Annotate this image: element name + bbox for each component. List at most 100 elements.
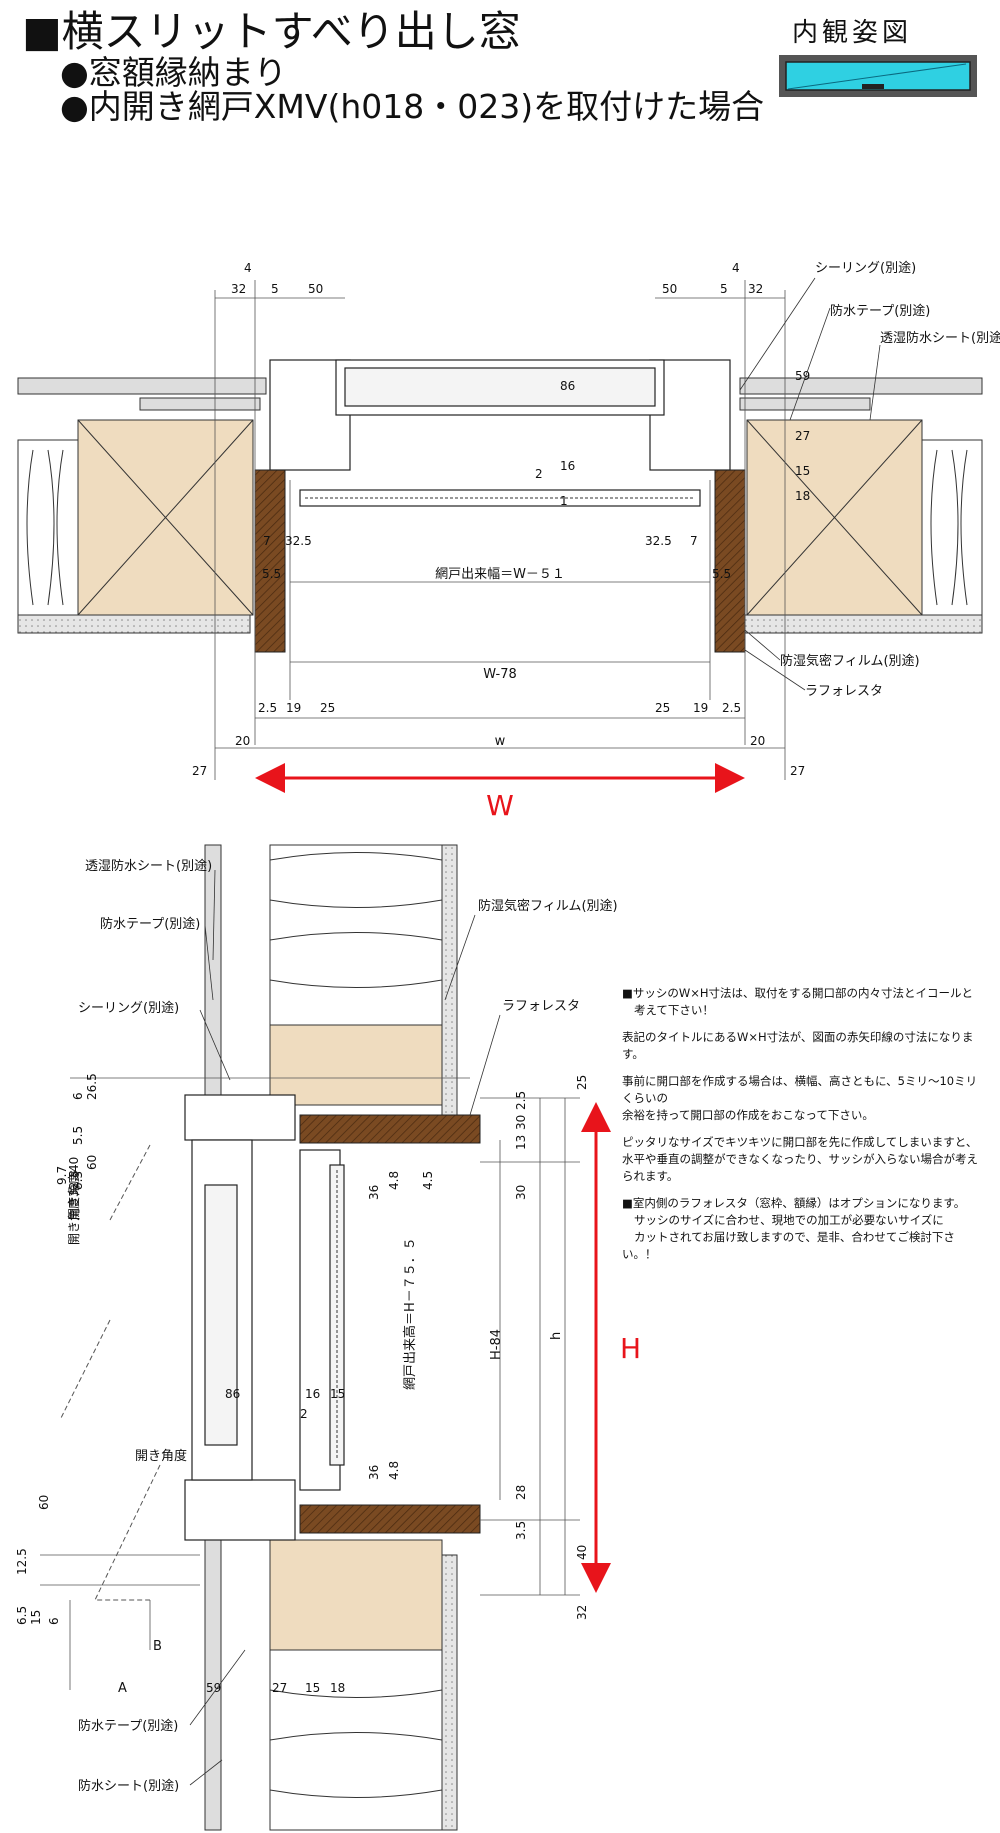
plan-dim-20-r: 20 <box>750 734 765 748</box>
note-2: 表記のタイトルにあるW×H寸法が、図面の赤矢印線の寸法になります。 <box>622 1030 974 1061</box>
sec-dim-60b: 60 <box>37 1495 51 1510</box>
sec-dim-60: 60 <box>85 1155 99 1170</box>
plan-dim-19: 19 <box>286 701 301 715</box>
plan-dim-15: 15 <box>795 464 810 478</box>
sec-dim-12-5: 12.5 <box>15 1548 29 1575</box>
plan-dim-5: 5 <box>271 282 279 296</box>
plan-dim-50-r: 50 <box>662 282 677 296</box>
sec-dim-36: 36 <box>367 1185 381 1200</box>
sec-label-A: A <box>118 1681 127 1696</box>
subtitle-1: ●窓額縁納まり <box>60 53 287 92</box>
plan-film-label: 防湿気密フィルム(別途) <box>780 653 920 669</box>
sec-dim-15b: 15 <box>29 1610 43 1625</box>
plan-dim-18: 18 <box>795 489 810 503</box>
sec-dim-9-7: 9.7 <box>55 1166 69 1185</box>
sec-dim-8-3: 8.3 <box>71 1171 85 1190</box>
plan-dim-25: 25 <box>320 701 335 715</box>
plan-dim-32-5: 32.5 <box>285 534 312 548</box>
sec-dim-3-5: 3.5 <box>514 1521 528 1540</box>
window-elevation-icon <box>779 55 977 97</box>
sec-dim-15: 15 <box>330 1387 345 1401</box>
plan-dim-50: 50 <box>308 282 323 296</box>
plan-dim-1: 1 <box>560 494 568 508</box>
sec-dim-2: 2 <box>300 1407 308 1421</box>
note-4a: ピッタリなサイズでキツキツに開口部を先に作成してしまいますと、 <box>622 1135 978 1149</box>
section-angle-40: 開き角度40 <box>66 1157 81 1220</box>
plan-dim-5-r: 5 <box>720 282 728 296</box>
plan-w: w <box>495 734 506 749</box>
sec-dim-6b: 6 <box>47 1617 61 1625</box>
note-1a: ■サッシのW×H寸法は、取付をする開口部の内々寸法とイコールと <box>622 986 974 1000</box>
header: ■横スリットすべり出し窓 ●窓額縁納まり ●内開き網戸XMV(h018・023)… <box>22 8 764 124</box>
sec-dim-5-5: 5.5 <box>71 1126 85 1145</box>
plan-dim-86: 86 <box>560 379 575 393</box>
subtitle-2: ●内開き網戸XMV(h018・023)を取付けた場合 <box>60 87 765 126</box>
sec-dim-30b: 30 <box>514 1185 528 1200</box>
plan-screen-width: 網戸出来幅＝W－５１ <box>435 567 565 582</box>
plan-dim-32-5-r: 32.5 <box>645 534 672 548</box>
sec-dim-28: 28 <box>514 1485 528 1500</box>
plan-dim-7-r: 7 <box>690 534 698 548</box>
note-3b: 余裕を持って開口部の作成をおこなって下さい。 <box>622 1108 874 1122</box>
plan-view: W 4 32 5 50 50 5 32 4 59 27 15 18 86 2 1… <box>17 260 1000 822</box>
sec-dim-4-5: 4.5 <box>421 1171 435 1190</box>
plan-dim-7: 7 <box>263 534 271 548</box>
sec-dim-30: 30 <box>514 1115 528 1130</box>
plan-dim-59: 59 <box>795 369 810 383</box>
sec-sealing-label: シーリング(別途) <box>78 1000 179 1016</box>
note-4b: 水平や垂直の調整ができなくなったり、サッシが入らない場合が考え <box>622 1152 979 1166</box>
plan-dim-32: 32 <box>231 282 246 296</box>
notes: ■サッシのW×H寸法は、取付をする開口部の内々寸法とイコールと考えて下さい！ 表… <box>622 985 982 1273</box>
plan-dim-27-l: 27 <box>192 764 207 778</box>
plan-dim-5-5-r: 5.5 <box>712 567 731 581</box>
plan-dim-4-r: 4 <box>732 261 740 275</box>
plan-dim-4: 4 <box>244 261 252 275</box>
note-1b: 考えて下さい！ <box>634 1003 714 1017</box>
note-5b: サッシのサイズに合わせ、現地での加工が必要ないサイズに <box>634 1213 944 1227</box>
section-open-angle: 開き角度 <box>135 1448 187 1464</box>
plan-dim-16: 16 <box>560 459 575 473</box>
sec-label-B: B <box>153 1639 162 1654</box>
sec-laforesta-label: ラフォレスタ <box>502 999 580 1014</box>
sec-dim-15c: 15 <box>305 1681 320 1695</box>
plan-dim-2-5-r: 2.5 <box>722 701 741 715</box>
plan-dim-32-r: 32 <box>748 282 763 296</box>
note-5c: カットされてお届け致しますので、是非、合わせてご検討下さい。！ <box>622 1230 955 1261</box>
sec-dim-86: 86 <box>225 1387 240 1401</box>
sec-dim-26-5: 26.5 <box>85 1073 99 1100</box>
plan-tape-label: 防水テープ(別途) <box>830 303 930 319</box>
sec-sheet-bottom-label: 防水シート(別途) <box>78 1778 179 1794</box>
plan-dim-2-5: 2.5 <box>258 701 277 715</box>
sec-film-label: 防湿気密フィルム(別途) <box>478 898 618 914</box>
plan-dim-27-r: 27 <box>790 764 805 778</box>
plan-dim-5-5: 5.5 <box>262 567 281 581</box>
plan-dim-27: 27 <box>795 429 810 443</box>
sec-dim-36b: 36 <box>367 1465 381 1480</box>
note-5a: ■室内側のラフォレスタ（窓枠、額縁）はオプションになります。 <box>622 1196 966 1210</box>
sec-dim-6-5: 6.5 <box>15 1606 29 1625</box>
sec-tape-label: 防水テープ(別途) <box>100 916 200 932</box>
sec-dim-40: 40 <box>575 1545 589 1560</box>
section-view: H 網戸出来高＝H－７５．５ H-84 h 開き角度40 開き角度32.8 開き… <box>15 844 641 1831</box>
sec-dim-25: 25 <box>575 1075 589 1090</box>
sec-dim-2-5: 2.5 <box>514 1091 528 1110</box>
section-h: h <box>549 1332 564 1340</box>
section-screen-height: 網戸出来高＝H－７５．５ <box>402 1237 418 1390</box>
sec-dim-16: 16 <box>305 1387 320 1401</box>
section-h84: H-84 <box>489 1329 504 1360</box>
plan-dim-2: 2 <box>535 467 543 481</box>
plan-w78: W-78 <box>483 667 517 682</box>
section-H-label: H <box>620 1332 641 1365</box>
note-3a: 事前に開口部を作成する場合は、横幅、高さともに、5ミリ～10ミリくらいの <box>622 1074 978 1105</box>
view-label: 内観姿図 <box>792 18 913 48</box>
note-4c: られます。 <box>622 1169 679 1183</box>
sec-sheet-label: 透湿防水シート(別途) <box>85 858 212 874</box>
sec-dim-4-8: 4.8 <box>387 1171 401 1190</box>
sec-dim-32: 32 <box>575 1605 589 1620</box>
plan-dim-20: 20 <box>235 734 250 748</box>
page-title: ■横スリットすべり出し窓 <box>22 7 521 56</box>
sec-tape-bottom-label: 防水テープ(別途) <box>78 1718 178 1734</box>
sec-dim-59: 59 <box>206 1681 221 1695</box>
plan-dim-25-r: 25 <box>655 701 670 715</box>
